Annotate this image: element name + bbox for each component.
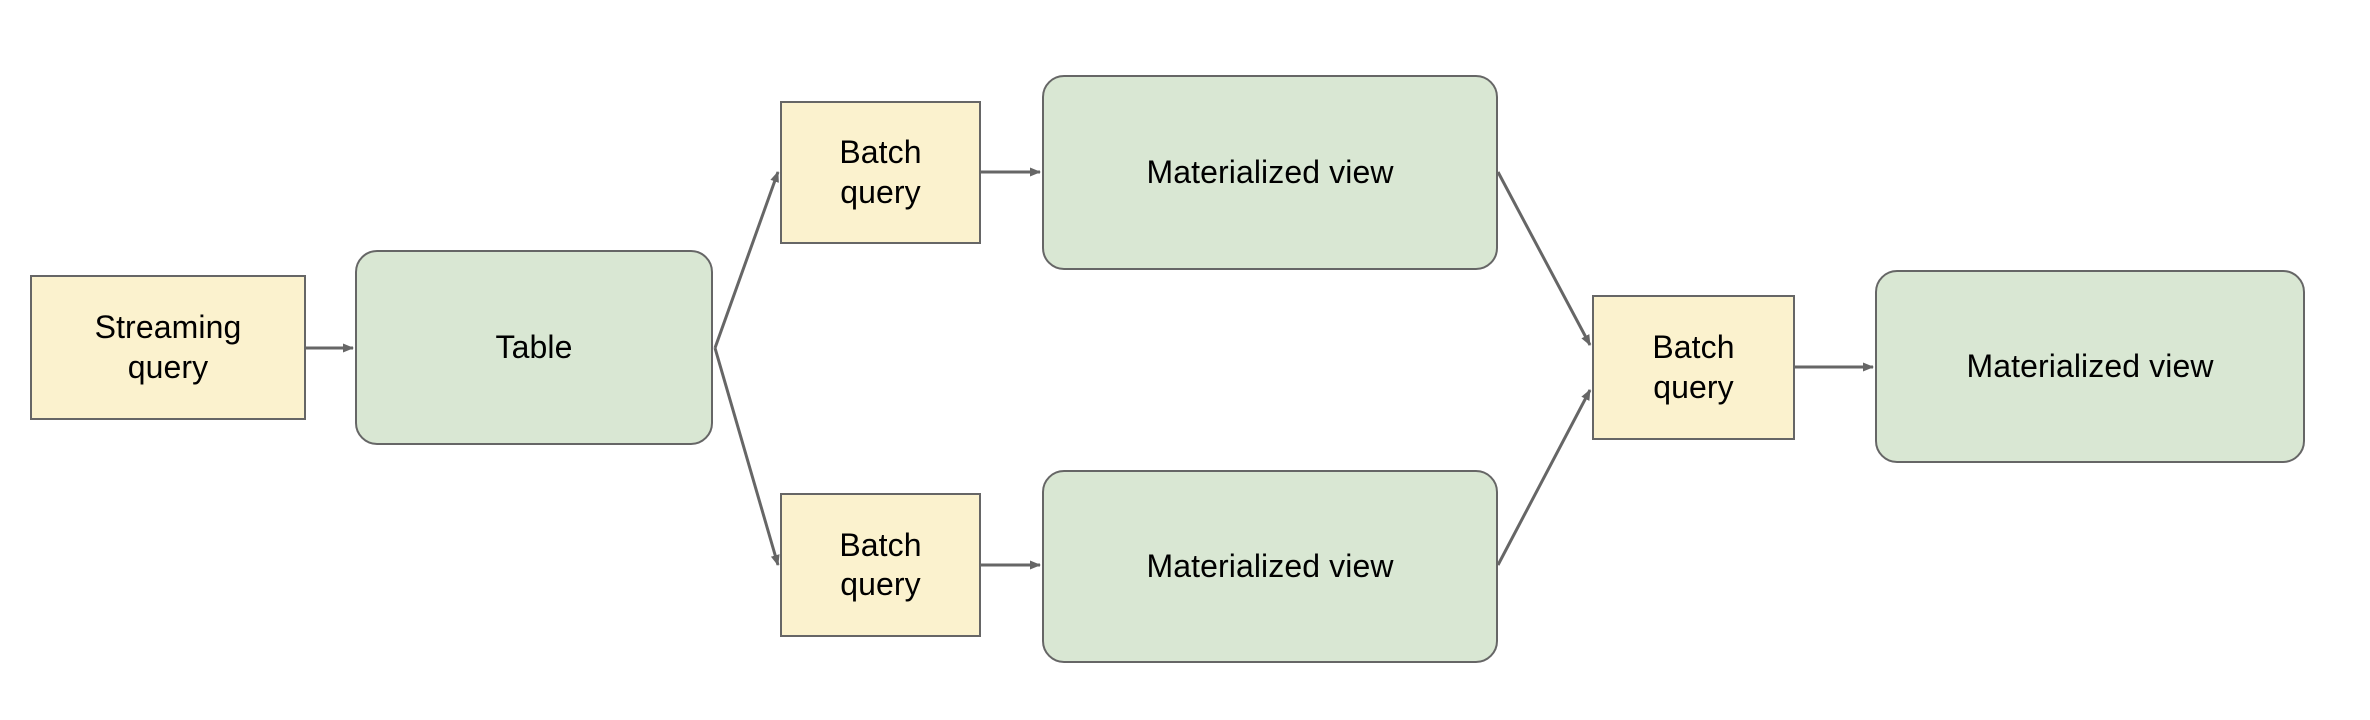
node-label-materialized-view-bottom: Materialized view [1146,547,1394,584]
node-label-batch-query-top: Batch query [839,134,922,210]
node-materialized-view-right[interactable]: Materialized view [1875,270,2305,463]
node-table[interactable]: Table [355,250,713,445]
node-streaming-query[interactable]: Streaming query [30,275,306,420]
edge-table-to-batch-query-top [713,171,780,349]
node-materialized-view-top[interactable]: Materialized view [1042,75,1498,270]
node-batch-query-center[interactable]: Batch query [1592,295,1795,440]
node-label-table: Table [495,328,573,365]
node-label-materialized-view-top: Materialized view [1146,153,1394,190]
edge-table-to-batch-query-bottom [713,347,780,566]
node-batch-query-top[interactable]: Batch query [780,101,981,244]
edge-materialized-view-top-to-batch-query-center [1496,171,1592,346]
node-label-batch-query-center: Batch query [1652,329,1735,405]
node-label-batch-query-bottom: Batch query [839,526,922,602]
edge-materialized-view-bottom-to-batch-query-center [1496,389,1592,566]
node-label-materialized-view-right: Materialized view [1966,347,2214,384]
node-materialized-view-bottom[interactable]: Materialized view [1042,470,1498,663]
node-batch-query-bottom[interactable]: Batch query [780,493,981,637]
node-label-streaming-query: Streaming query [94,309,242,385]
